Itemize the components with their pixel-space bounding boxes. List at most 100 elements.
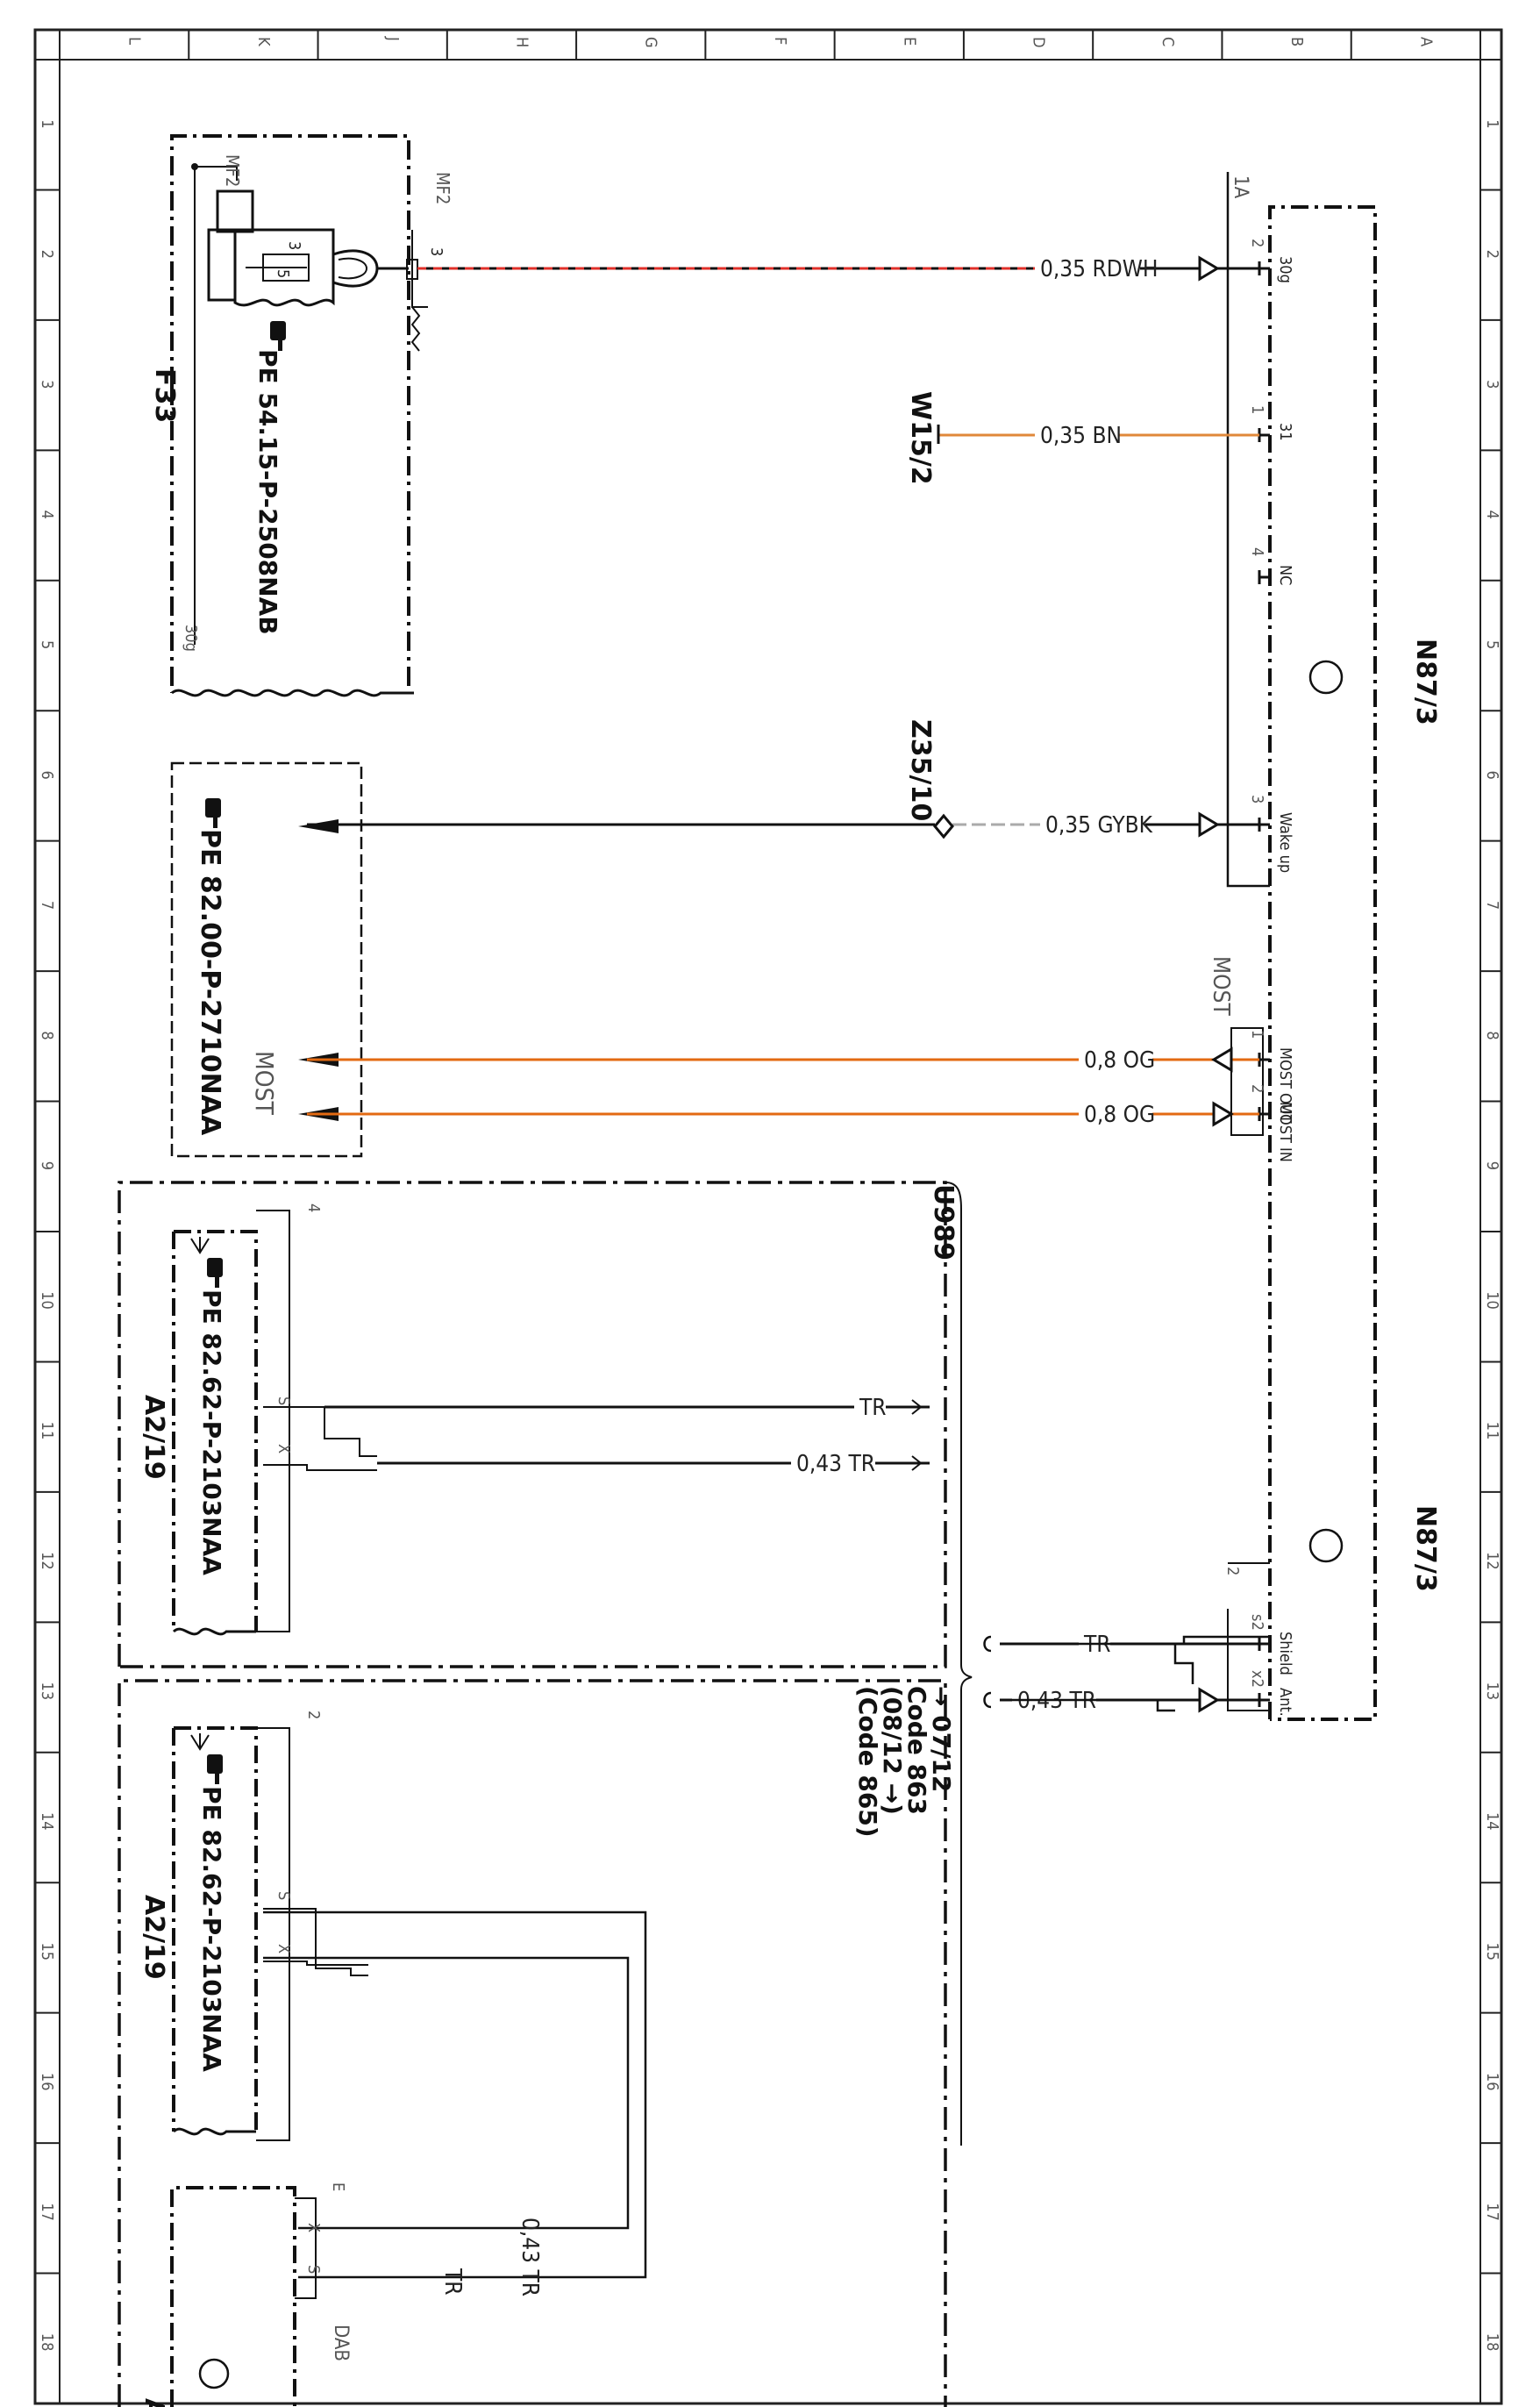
lower-coax-wiring [263,1911,647,2279]
row-label: 13 [1483,1682,1501,1701]
n87-3-pin-number: 3 [1248,795,1266,804]
a9-pin-s: S [304,2265,323,2274]
row-label: 3 [1483,380,1501,389]
row-label: 4 [1483,511,1501,519]
pe-reference-f33: PE 54.15-P-2508NAB [253,349,282,635]
row-label: 8 [38,1031,56,1039]
column-label: L [125,37,144,45]
component-id-a9: A9 [139,2398,169,2407]
option-code-u989: U989 [928,1184,959,1261]
component-f33: 30g 5 3 MF2 F33 PE 54.15-P-2508NAB [149,134,414,697]
n87-3-pin-number: s2 [1248,1614,1266,1631]
wire-30g-label: 0,35 RDWH [1040,256,1158,282]
wire-most-in-label: 0,8 OG [1084,1102,1155,1128]
column-label: J [383,36,402,41]
n87-3-pin-label: MOST OUT [1276,1047,1294,1124]
transistor-icon [1308,1528,1344,1563]
wire-wakeup-label: 0,35 GYBK [1045,812,1153,839]
transistor-icon [1308,660,1344,695]
pe-reference-antenna-upper: PE 82.62-P-2103NAA [197,1289,226,1575]
column-label: B [1287,37,1306,46]
n87-3-pin-label: Wake up [1276,812,1294,873]
pe-reference-most: PE 82.00-P-2710NAA [195,829,225,1136]
n87-3-pin-label: Ant. [1276,1688,1294,1717]
row-label: 3 [38,380,56,389]
component-id-a2-19-lower: A2/19 [139,1895,169,1980]
row-label: 17 [1483,2203,1501,2221]
most-connector-label: MOST [1208,956,1234,1016]
row-label: 1 [1483,119,1501,128]
row-label: 13 [38,1682,56,1701]
column-label: C [1159,37,1177,46]
svg-text:Code 863: Code 863 [902,1686,931,1815]
n87-3-pin-number: 2 [1248,1084,1266,1093]
component-n87-3: 1A 2 N87/3 N87/3 MOST [1208,172,1441,1721]
component-a9: E X S DAB A9 [139,2182,352,2407]
column-label: D [1030,37,1048,47]
wire-label-a9-x: 0,43 TR [517,2218,543,2296]
row-label: 18 [1483,2333,1501,2352]
component-id-a2-19-upper: A2/19 [139,1395,169,1480]
antenna-lower-pin-s: S [274,1891,293,1900]
fuse-connector-label: MF2 [222,154,243,187]
wire-most-out-label: 0,8 OG [1084,1047,1155,1074]
fuse-pin: 3 [285,241,303,250]
row-label: 10 [38,1291,56,1310]
antenna-upper-pin-x: X [274,1444,293,1453]
column-label: K [254,37,273,46]
row-label: 8 [1483,1031,1501,1039]
row-label: 2 [38,250,56,259]
row-label: 9 [38,1161,56,1170]
fuse-number: 5 [274,269,292,278]
connector-mf2: MF2 3 [406,172,453,352]
pe-reference-antenna-lower: PE 82.62-P-2103NAA [197,1786,226,2072]
pointing-hand-icon [270,321,286,351]
n87-3-connector-2: 2 [1223,1567,1242,1575]
antenna-lower-pin-x: X [274,1944,293,1953]
n87-3-pin-number: 4 [1248,547,1266,556]
component-id-f33: F33 [149,368,180,423]
row-label: 11 [1483,1422,1501,1440]
row-label: 14 [38,1812,56,1831]
a9-dab-label: DAB [330,2325,352,2361]
component-id-z35-10: Z35/10 [905,719,936,821]
component-id-w15-2: W15/2 [905,391,936,485]
n87-3-pin-number: x2 [1248,1670,1266,1688]
row-label: 14 [1483,1812,1501,1831]
row-label: 12 [38,1552,56,1570]
connector-mf2-pin: 3 [427,247,446,256]
f33-terminal-30g: 30g [182,625,200,652]
row-label: 5 [38,640,56,649]
option-condition-notes: → 07/12 Code 863 (08/12 →) (Code 865) [853,1686,956,1838]
row-label: 11 [38,1422,56,1440]
svg-text:→ 07/12: → 07/12 [927,1686,956,1792]
column-label: E [900,37,918,46]
column-label: A [1416,37,1435,46]
n87-3-pin-label: NC [1276,565,1294,585]
row-label: 16 [1483,2073,1501,2091]
wire-antenna-s-label: TR [859,1395,887,1421]
n87-3-pin-label: Shield [1276,1632,1294,1675]
wire-antenna-x-label: 0,43 TR [796,1451,875,1477]
svg-text:(Code 865): (Code 865) [853,1686,882,1838]
coax-to-n87-3 [983,1635,1270,1712]
n87-3-pin-number: 2 [1248,239,1266,247]
component-id-n87-3-a: N87/3 [1410,639,1441,725]
row-label: 18 [38,2333,56,2352]
row-label: 15 [38,1942,56,1961]
row-label: 17 [38,2203,56,2221]
row-label: 15 [1483,1942,1501,1961]
row-label: 7 [38,901,56,910]
row-label: 12 [1483,1552,1501,1570]
antenna-lower-pin: 2 [304,1711,323,1719]
n87-3-pin-number: 1 [1248,405,1266,414]
row-label: 6 [1483,770,1501,779]
row-label: 2 [1483,250,1501,259]
splice-point-icon [933,813,954,839]
column-label: G [642,37,660,48]
column-label: H [512,37,531,47]
pointing-hand-icon [207,1258,223,1288]
component-a2-19-lower: 2 A2/19 PE 82.62-P-2103NAA S X [139,1711,368,2141]
